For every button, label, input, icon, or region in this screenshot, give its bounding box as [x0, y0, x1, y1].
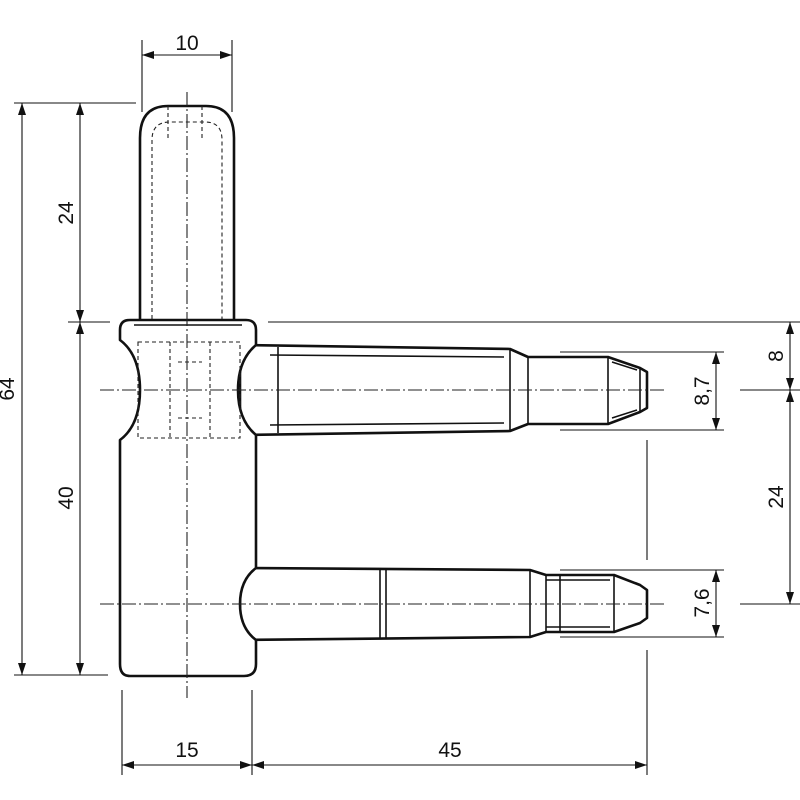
dim-pin-length: 45	[438, 739, 461, 762]
dim-upper-pin-offset: 8	[765, 350, 788, 362]
dim-body-width: 15	[175, 739, 198, 762]
dim-overall-height: 64	[0, 377, 19, 401]
dim-lower-pin-diameter: 7,6	[691, 588, 714, 617]
dim-body-height: 40	[55, 486, 78, 509]
center-lines	[100, 92, 665, 698]
dim-pin-spacing: 24	[765, 485, 788, 509]
dim-upper-pin-diameter: 8,7	[691, 376, 714, 405]
dimension-labels: 10 15 45 64 24 40 8 24 8,7 7,6	[0, 32, 788, 762]
extension-lines	[14, 40, 800, 775]
hinge-body	[118, 318, 258, 678]
dimension-lines	[18, 51, 794, 769]
dim-top-pin-width: 10	[175, 32, 198, 55]
dim-top-pin-height: 24	[55, 201, 78, 225]
